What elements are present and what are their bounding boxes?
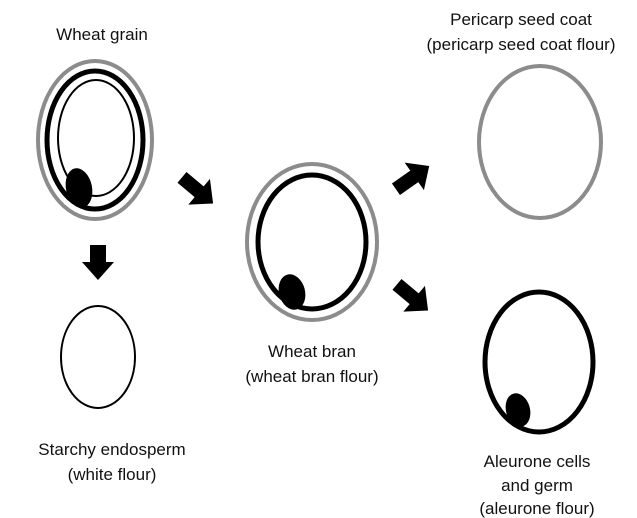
aleurone-ring — [485, 292, 593, 432]
wheat-grain-germ — [62, 166, 96, 211]
aleurone-figure — [485, 292, 593, 432]
wheat-bran-label-line1: Wheat bran — [268, 342, 356, 361]
aleurone-label-line2: and germ — [501, 476, 573, 495]
wheat-bran-figure — [247, 164, 377, 320]
wheat-bran-label-line2: (wheat bran flour) — [245, 367, 378, 386]
starchy-endosperm-figure — [61, 306, 135, 408]
wheat-grain-aleurone-ring — [47, 71, 143, 209]
arrow-bran-to-pericarp — [386, 152, 439, 203]
pericarp-seed-coat-figure — [479, 66, 601, 218]
arrow-grain-to-bran — [171, 165, 224, 217]
aleurone-label-line1: Aleurone cells — [484, 452, 591, 471]
wheat-grain-label: Wheat grain — [56, 25, 148, 44]
starchy-endosperm-label-line2: (white flour) — [68, 465, 157, 484]
wheat-grain-figure — [38, 61, 152, 219]
starchy-endosperm-label-line1: Starchy endosperm — [38, 440, 185, 459]
wheat-bran-pericarp-ring — [247, 164, 377, 320]
arrow-grain-to-endosperm — [82, 245, 114, 280]
arrow-bran-to-aleurone — [386, 272, 439, 324]
pericarp-label-line1: Pericarp seed coat — [450, 10, 592, 29]
aleurone-label-line3: (aleurone flour) — [479, 499, 594, 518]
aleurone-germ — [502, 390, 534, 429]
wheat-bran-aleurone-ring — [258, 175, 366, 309]
pericarp-label-line2: (pericarp seed coat flour) — [427, 35, 616, 54]
